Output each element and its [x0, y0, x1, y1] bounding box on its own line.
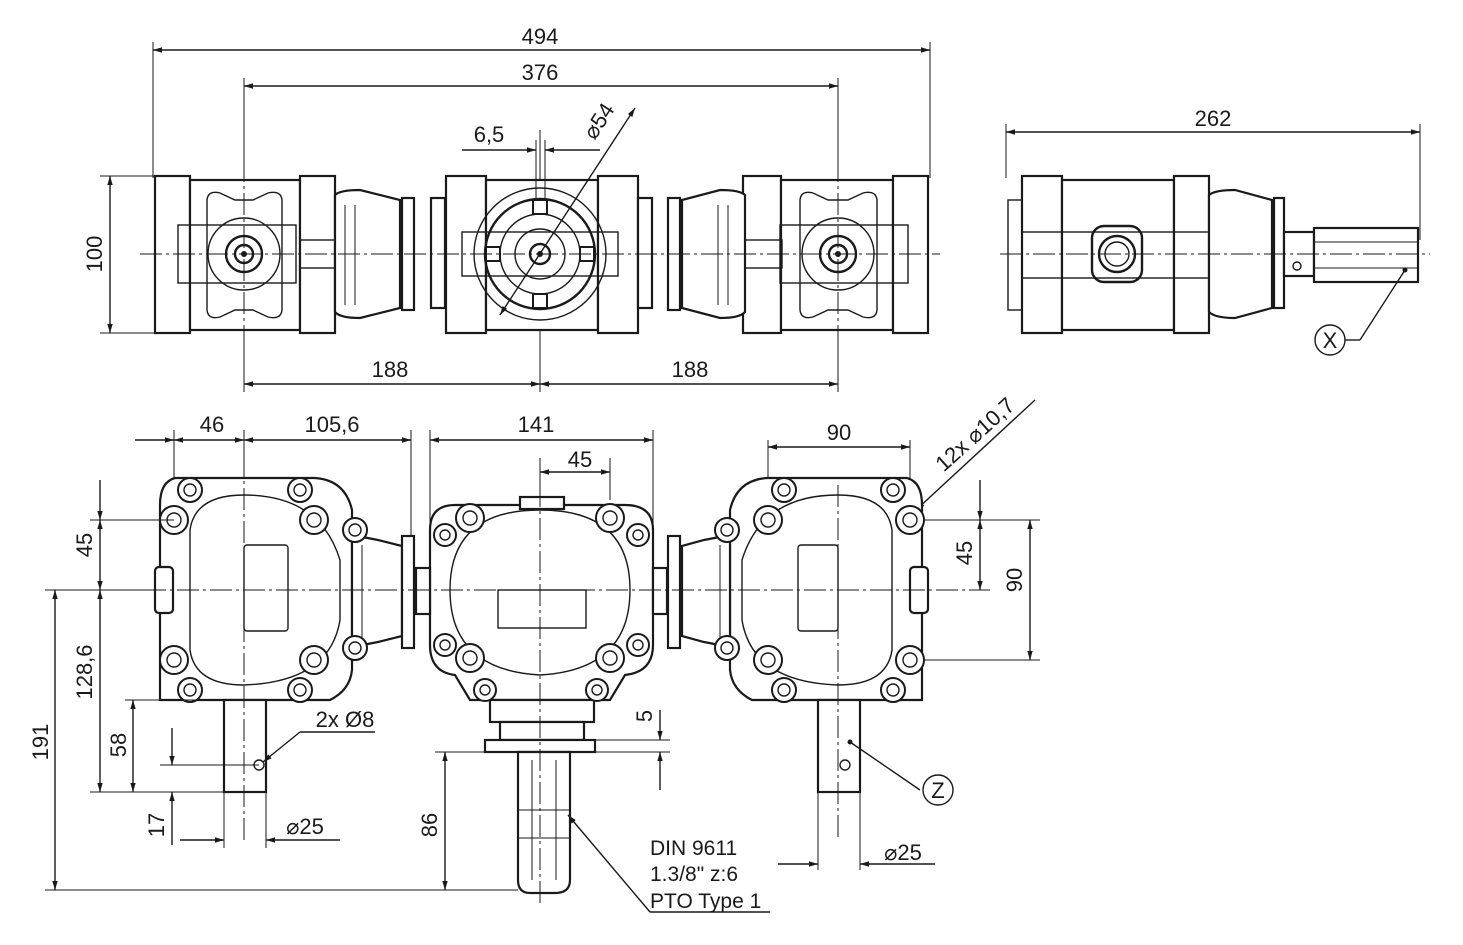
dim-right-pitch: 188 — [672, 357, 709, 382]
dim-flange-diameter: ⌀54 — [578, 98, 620, 143]
dim-right-shaft-dia: ⌀25 — [884, 840, 922, 865]
front-view: 46 105,6 141 45 90 12x ⌀10,7 — [28, 392, 1040, 913]
dim-right-bolt-half: 45 — [952, 541, 977, 565]
dim-shaft-length: 58 — [106, 733, 131, 757]
dim-left-pitch: 188 — [372, 357, 409, 382]
dim-left-offset: 46 — [200, 412, 224, 437]
front-left-gearbox — [153, 476, 416, 794]
dim-pin-offset: 17 — [144, 813, 169, 837]
front-center-gearbox — [414, 495, 669, 895]
pto-note-line2: 1.3/8" z:6 — [650, 863, 738, 886]
dim-height: 100 — [82, 236, 107, 273]
dim-overall-length: 494 — [522, 24, 559, 49]
front-right-gearbox — [666, 476, 930, 794]
note-bolt-holes: 12x ⌀10,7 — [930, 392, 1019, 476]
dim-total-height: 191 — [28, 724, 53, 761]
callout-z-label: Z — [931, 778, 944, 803]
note-pin-holes: 2x Ø8 — [316, 707, 375, 732]
dim-left-bolt-half: 45 — [72, 533, 97, 557]
dim-left-shaft-dia: ⌀25 — [286, 814, 324, 839]
dim-center-width: 141 — [518, 412, 555, 437]
dim-right-bolt-pitch: 90 — [827, 420, 851, 445]
dim-outer-shaft-spacing: 376 — [522, 60, 559, 85]
dim-left-width: 105,6 — [304, 412, 359, 437]
pto-note-line1: DIN 9611 — [650, 837, 737, 860]
dim-center-half: 45 — [568, 447, 592, 472]
dim-right-bolt-total: 90 — [1002, 568, 1027, 592]
dim-depth: 262 — [1195, 106, 1232, 131]
dim-offset: 6,5 — [474, 122, 505, 147]
dim-pto-length: 86 — [417, 813, 442, 837]
top-view: 494 376 6,5 ⌀54 100 188 188 — [82, 24, 940, 392]
callout-x-label: X — [1323, 328, 1338, 353]
dim-flange-thickness: 5 — [632, 710, 657, 722]
dim-left-height-upper: 128,6 — [72, 644, 97, 699]
pto-note-line3: PTO Type 1 — [650, 890, 761, 913]
side-view: 262 X — [1000, 106, 1430, 356]
